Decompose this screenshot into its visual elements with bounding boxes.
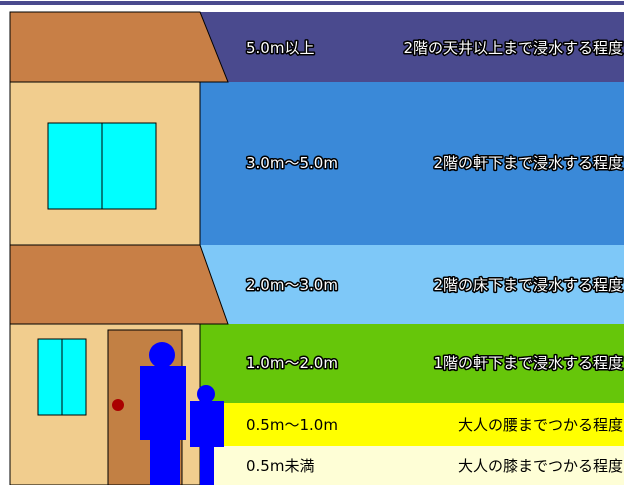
lv2-desc: 1階の軒下まで浸水する程度: [433, 354, 623, 372]
lv0-depth: 0.5m未満: [246, 457, 314, 475]
lv5-desc: 2階の天井以上まで浸水する程度: [403, 39, 623, 57]
lv3-depth: 2.0m～3.0m: [246, 276, 338, 294]
lv1-depth: 0.5m～1.0m: [246, 416, 338, 434]
lv3-desc: 2階の床下まで浸水する程度: [433, 276, 623, 294]
lower-roof: [9, 244, 229, 325]
child-figure: [190, 385, 224, 485]
lv1-desc: 大人の腰までつかる程度: [458, 416, 623, 434]
people: [140, 342, 224, 485]
adult-figure: [140, 342, 186, 485]
lv4-depth: 3.0m～5.0m: [246, 154, 338, 172]
lv2-depth: 1.0m～2.0m: [246, 354, 338, 372]
upper-roof: [9, 11, 229, 83]
lv4-desc: 2階の軒下まで浸水する程度: [433, 154, 623, 172]
door-knob: [112, 399, 124, 411]
level-labels: 5.0m以上 2階の天井以上まで浸水する程度 3.0m～5.0m 2階の軒下まで…: [245, 38, 624, 476]
lv0-desc: 大人の膝までつかる程度: [458, 457, 623, 475]
lv5-depth: 5.0m以上: [246, 39, 314, 57]
